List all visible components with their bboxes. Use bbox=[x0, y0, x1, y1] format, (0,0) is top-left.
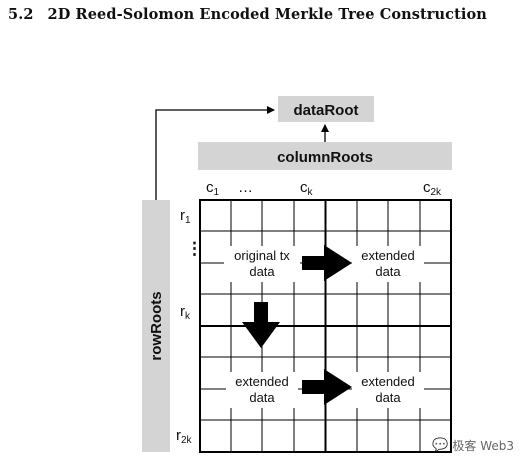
watermark: 💬 极客 Web3 bbox=[432, 437, 514, 454]
row-label-rk: rk bbox=[180, 303, 191, 322]
data-grid bbox=[199, 199, 452, 453]
wechat-icon: 💬 bbox=[432, 438, 449, 453]
section-number: 5.2 bbox=[8, 6, 34, 23]
extend-down-arrow bbox=[242, 302, 280, 348]
row-label-r2k: r2k bbox=[176, 427, 193, 446]
row-label-dots: ⋮ bbox=[186, 239, 203, 258]
column-roots-label: columnRoots bbox=[277, 149, 373, 166]
quadrant-bl-bg bbox=[226, 372, 298, 408]
quadrant-tl-bg bbox=[224, 246, 300, 282]
column-roots-box bbox=[198, 142, 452, 170]
quadrant-tr-line2: data bbox=[375, 264, 401, 279]
quadrant-br-line1: extended bbox=[361, 374, 415, 389]
quadrant-tr-bg bbox=[352, 246, 424, 282]
quadrant-bl-line2: data bbox=[249, 390, 275, 405]
section-heading: 5.2 2D Reed-Solomon Encoded Merkle Tree C… bbox=[8, 6, 487, 23]
row-to-root-arrow bbox=[155, 106, 275, 200]
column-label-dots: … bbox=[238, 179, 253, 196]
data-root-label: dataRoot bbox=[294, 102, 359, 119]
watermark-text: 极客 Web3 bbox=[452, 439, 514, 453]
quadrant-br-line2: data bbox=[375, 390, 401, 405]
extend-right-arrow-bottom bbox=[302, 369, 352, 405]
quadrant-tl-line1: original tx bbox=[234, 248, 290, 263]
quadrant-bl-line1: extended bbox=[235, 374, 289, 389]
row-roots-box bbox=[142, 200, 170, 452]
quadrant-tl-line2: data bbox=[249, 264, 275, 279]
data-root-box bbox=[278, 96, 374, 122]
column-label-ck: ck bbox=[300, 179, 314, 198]
quadrant-br-bg bbox=[352, 372, 424, 408]
quadrant-tr-line1: extended bbox=[361, 248, 415, 263]
column-label-c2k: c2k bbox=[423, 179, 442, 198]
row-label-r1: r1 bbox=[180, 207, 191, 226]
extend-right-arrow-top bbox=[302, 245, 352, 281]
section-title: 2D Reed-Solomon Encoded Merkle Tree Cons… bbox=[47, 6, 487, 23]
column-label-c1: c1 bbox=[206, 179, 220, 198]
row-roots-label: rowRoots bbox=[148, 291, 165, 360]
